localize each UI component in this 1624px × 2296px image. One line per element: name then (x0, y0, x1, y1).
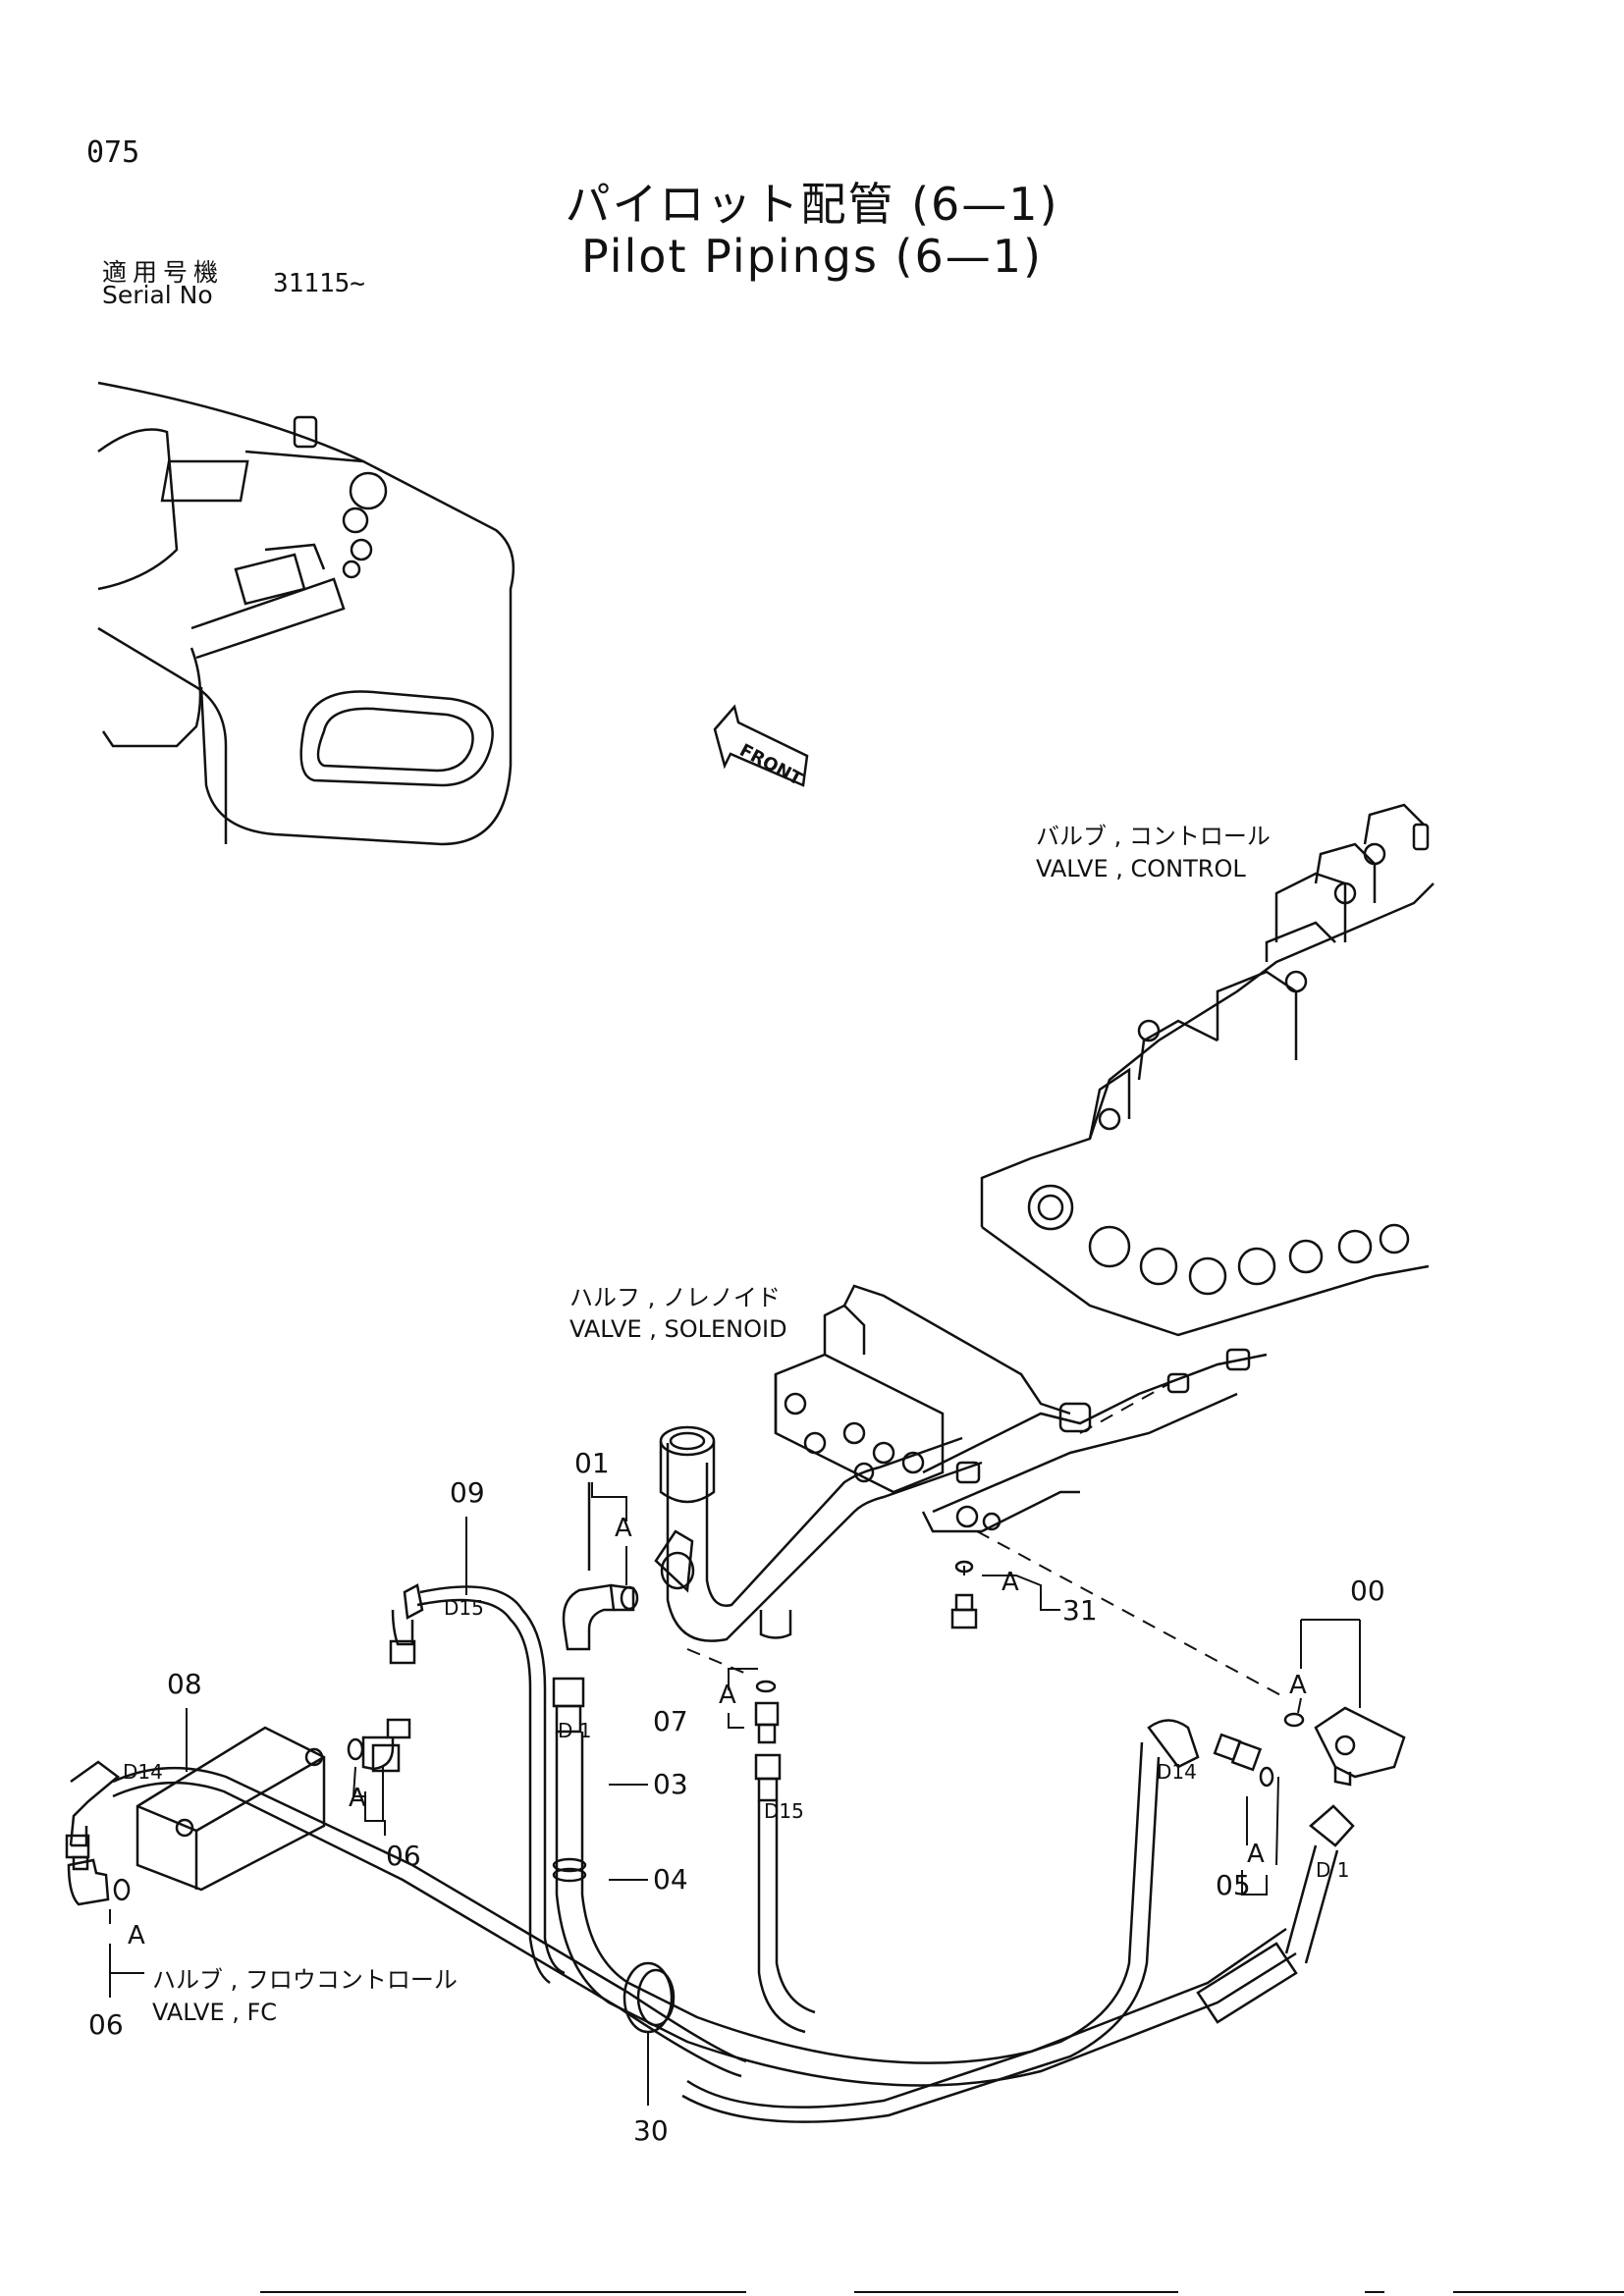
pilot-tube (654, 1425, 983, 1642)
fc-valve-label-jp: ハルブ , フロウコントロール (152, 1966, 458, 1994)
a-mark-06-upper: A (349, 1784, 366, 1813)
callout-01: 01 (574, 1447, 610, 1479)
mark-d14-left: D14 (123, 1760, 163, 1784)
page-number: 075 (86, 135, 140, 170)
hose-d1-right (1196, 1804, 1355, 2024)
mark-d15-upper: D15 (444, 1596, 484, 1620)
fitting-06-lower (67, 1858, 131, 1906)
machine-overview-illustration (97, 381, 515, 846)
callout-06-lower: 06 (88, 2008, 124, 2041)
fitting-00-tee (1283, 1706, 1406, 1787)
front-arrow-label: FRONT (736, 740, 806, 790)
page-title-english: Pilot Pipings (6—1) (581, 230, 1043, 283)
serial-label-japanese: 適用号機 (102, 258, 225, 287)
callout-05: 05 (1216, 1869, 1251, 1901)
part-callouts: 00 01 03 04 05 06 06 07 08 09 30 31 (88, 1447, 1385, 2147)
component-labels: バルブ , コントロール VALVE , CONTROL ハルフ , ノレノイド… (152, 740, 1271, 2026)
hose-d15-lower (754, 1753, 816, 2034)
fitting-06-upper (347, 1718, 411, 1773)
hose-d14-right (681, 1719, 1200, 2123)
a-mark-00: A (1289, 1671, 1307, 1700)
callout-31: 31 (1062, 1594, 1098, 1627)
serial-number-value: 31115~ (273, 269, 365, 298)
a-marks: A A A A A A A (128, 1514, 1307, 1950)
control-valve-assembly (980, 803, 1435, 1337)
solenoid-valve-assembly (774, 1284, 1268, 1533)
mark-d15-lower: D15 (764, 1799, 804, 1823)
leader-lines (109, 1482, 1361, 2106)
a-mark-07: A (719, 1681, 736, 1710)
fc-valve-label-en: VALVE , FC (152, 1999, 277, 2026)
fitting-05 (1213, 1733, 1274, 1788)
mark-d1-right: D 1 (1316, 1858, 1349, 1882)
fitting-07 (754, 1680, 780, 1744)
a-mark-31: A (1001, 1568, 1019, 1597)
a-mark-05: A (1247, 1840, 1265, 1869)
control-valve-label-en: VALVE , CONTROL (1036, 855, 1246, 882)
page-title-japanese: パイロット配管 (6—1) (565, 178, 1059, 231)
serial-label-english: Serial No (102, 281, 213, 309)
hose-09 (389, 1583, 566, 1985)
mark-d1-center: D 1 (558, 1719, 591, 1742)
control-valve-label-jp: バルブ , コントロール (1036, 823, 1271, 850)
callout-00: 00 (1350, 1575, 1385, 1607)
callout-04: 04 (653, 1863, 688, 1896)
fitting-marks: D 1 D 1 D14 D14 D15 D15 (123, 1596, 1349, 1882)
front-direction-arrow (713, 704, 809, 787)
a-mark-06-lower: A (128, 1921, 145, 1950)
hose-08 (65, 1760, 747, 2078)
callout-03: 03 (653, 1768, 688, 1800)
mark-d14-right: D14 (1157, 1760, 1197, 1784)
a-mark-01: A (615, 1514, 632, 1543)
solenoid-valve-label-jp: ハルフ , ノレノイド (569, 1284, 781, 1311)
solenoid-valve-label-en: VALVE , SOLENOID (569, 1315, 787, 1343)
callout-08: 08 (167, 1668, 202, 1700)
callout-30: 30 (633, 2114, 669, 2147)
callout-09: 09 (450, 1476, 485, 1509)
fitting-01-elbow (562, 1482, 639, 1651)
clamp-30 (623, 1961, 676, 2034)
hose-03-04 (552, 1677, 1297, 2087)
callout-06-upper: 06 (386, 1840, 421, 1872)
callout-07: 07 (653, 1705, 688, 1737)
reference-lines (686, 1383, 1287, 1699)
